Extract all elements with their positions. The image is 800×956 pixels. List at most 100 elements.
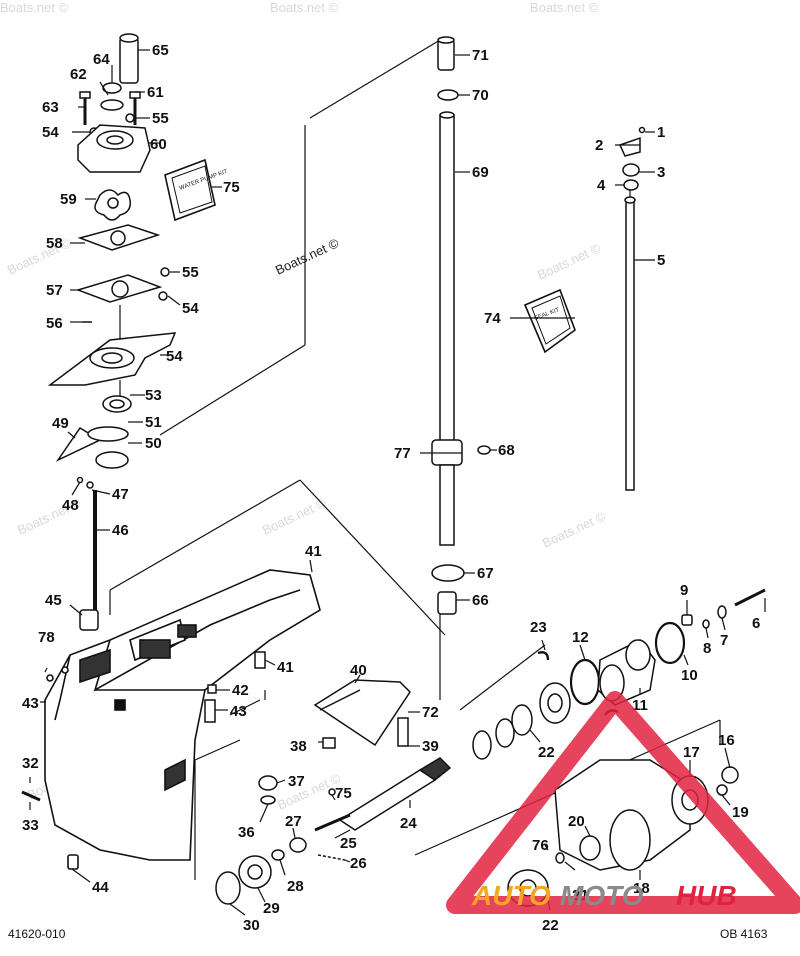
part-label: 32 — [22, 755, 39, 772]
part-label: 8 — [703, 640, 711, 657]
part-label: 66 — [472, 592, 489, 609]
pin-76 — [555, 852, 565, 864]
part-label: 6 — [752, 615, 760, 632]
seal-70 — [437, 89, 459, 101]
coupler-4 — [623, 179, 639, 191]
part-label: 29 — [263, 900, 280, 917]
part-label: 42 — [232, 682, 249, 699]
part-label: 46 — [112, 522, 129, 539]
gear-front — [472, 730, 492, 760]
part-label: 55 — [152, 110, 169, 127]
part-label: 57 — [46, 282, 63, 299]
part-label: 40 — [350, 662, 367, 679]
part-label: 26 — [350, 855, 367, 872]
part-label: 41 — [305, 543, 322, 560]
water-pump-kit-box-75 — [164, 158, 216, 222]
part-label: 23 — [530, 619, 547, 636]
drive-tube-65 — [119, 37, 139, 84]
gearcase-housing — [21, 569, 321, 870]
part-label: 16 — [718, 732, 735, 749]
screw-39 — [254, 651, 266, 669]
oring-68 — [477, 445, 491, 455]
part-label: 53 — [145, 387, 162, 404]
washer-28 — [271, 849, 285, 861]
part-label: 7 — [720, 632, 728, 649]
bearing-30 — [215, 871, 241, 905]
part-label: 77 — [394, 445, 411, 462]
screw-32 — [21, 790, 41, 802]
part-label: 1 — [657, 124, 665, 141]
part-label: 18 — [633, 880, 650, 897]
drive-shaft-69 — [439, 114, 455, 451]
part-label: 12 — [572, 629, 589, 646]
screw-37 — [397, 717, 409, 747]
part-label: 56 — [46, 315, 63, 332]
bearing-34 — [260, 795, 276, 805]
part-label: 76 — [532, 837, 549, 854]
part-label: 43 — [230, 703, 247, 720]
part-label: 65 — [152, 42, 169, 59]
part-label: 74 — [484, 310, 501, 327]
part-label: 11 — [632, 697, 648, 714]
propeller-shaft-24 — [338, 769, 437, 831]
part-label: 67 — [477, 565, 494, 582]
oring-12 — [569, 658, 601, 706]
oring-10 — [654, 621, 686, 665]
pin-47 — [86, 481, 94, 489]
seal-62 — [100, 99, 124, 111]
gear-parts — [204, 588, 766, 905]
part-label: 27 — [285, 813, 302, 830]
watermark-text: Boats.net © — [535, 240, 603, 283]
spacer-19 — [579, 835, 601, 861]
washer-7 — [717, 605, 727, 619]
screw-9 — [681, 614, 693, 626]
part-label: 17 — [683, 744, 700, 761]
pinion-35 — [258, 775, 278, 791]
liner-50 — [95, 451, 129, 469]
cradle-27 — [289, 837, 307, 853]
part-label: 54 — [42, 124, 59, 141]
drive-shaft-lower — [439, 464, 455, 546]
part-label: 50 — [145, 435, 162, 452]
part-label: 45 — [45, 592, 62, 609]
part-label: 37 — [288, 773, 305, 790]
nut-15 — [721, 766, 739, 784]
coupler-3 — [622, 163, 640, 177]
part-label: 68 — [498, 442, 515, 459]
shift-connector-2 — [618, 136, 641, 157]
part-label: 36 — [238, 824, 255, 841]
spring-26 — [317, 854, 346, 861]
part-label: 43 — [22, 695, 39, 712]
bracket-45 — [79, 609, 99, 631]
brand-logo: AUTO MOTO HUB — [446, 691, 800, 914]
part-label: 24 — [400, 815, 417, 832]
washer-8 — [702, 619, 710, 629]
brand-part3: HUB — [676, 880, 737, 911]
plug-44 — [67, 854, 79, 870]
part-label: 19 — [732, 804, 749, 821]
part-label: 75 — [335, 785, 352, 802]
kit-boxes — [164, 158, 576, 354]
bearing-22 — [511, 704, 533, 736]
part-label: 2 — [595, 137, 603, 154]
part-label: 30 — [243, 917, 260, 934]
part-label: 72 — [422, 704, 439, 721]
watermark-text: Boats.net © — [260, 495, 328, 538]
bushing-66 — [437, 591, 457, 615]
screw-36 — [322, 737, 336, 749]
part-label: 70 — [472, 87, 489, 104]
part-label: 4 — [597, 177, 606, 194]
part-label: 28 — [287, 878, 304, 895]
bushing-71 — [437, 39, 455, 71]
part-label: 63 — [42, 99, 59, 116]
part-label: 22 — [542, 917, 559, 934]
part-label: 5 — [657, 252, 665, 269]
pin-48 — [76, 476, 84, 484]
logo-triangle-icon — [446, 691, 800, 914]
part-label: 9 — [680, 582, 688, 599]
part-label: 78 — [38, 629, 55, 646]
part-label: 38 — [290, 738, 307, 755]
watermark-text: Boats.net © — [0, 0, 69, 15]
part-label: 22 — [538, 744, 555, 761]
screw-55 — [160, 267, 170, 277]
